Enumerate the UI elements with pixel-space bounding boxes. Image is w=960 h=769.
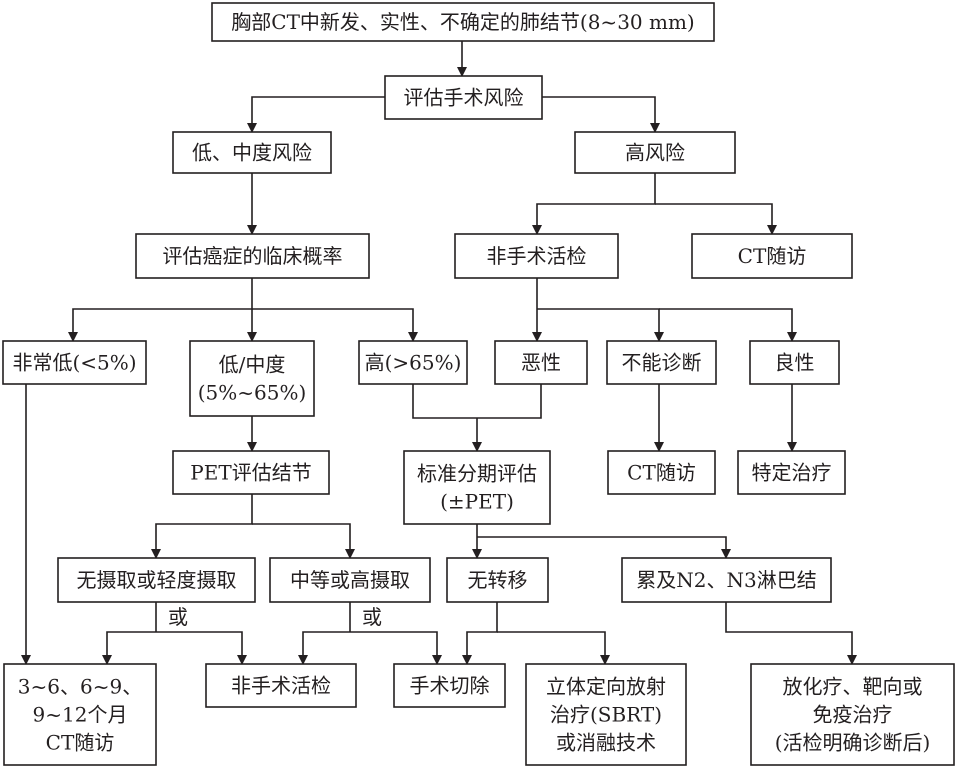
edge-high-risk-to-ct (655, 203, 777, 235)
node-text-line: 无摄取或轻度摄取 (77, 568, 237, 592)
node-text-line: 非手术活检 (487, 244, 587, 268)
node-pet-eval: PET评估结节 (172, 450, 330, 495)
node-text-line: 中等或高摄取 (290, 568, 410, 592)
node-ct-followup-top: CT随访 (691, 233, 853, 279)
edge-no-uptake-to-biopsy (156, 631, 247, 665)
node-text-line: CT随访 (46, 731, 115, 755)
edge-risk-to-high (542, 96, 660, 133)
node-text-line: 或消融技术 (556, 731, 656, 755)
node-text-line: 高风险 (625, 141, 685, 165)
node-text-line: 累及N2、N3淋巴结 (636, 568, 816, 592)
node-very-low-prob: 非常低(<5%) (2, 340, 147, 385)
node-text-line: CT随访 (738, 244, 807, 268)
node-text-line: (±PET) (440, 490, 514, 514)
node-nonsurgical-biopsy-top: 非手术活检 (454, 233, 619, 279)
node-text-line: 良性 (775, 351, 815, 375)
edge-risk-to-low-mod (247, 96, 385, 133)
node-benign: 良性 (749, 340, 840, 385)
or-label-right: 或 (362, 605, 382, 629)
node-staging: 标准分期评估 (±PET) (403, 450, 551, 525)
node-text-line: 非手术活检 (231, 674, 331, 698)
edge-high-malignant-merge (412, 384, 542, 419)
edge-biopsy-to-nondiagnostic (537, 308, 664, 342)
edge-staging-to-n2n3 (477, 536, 731, 559)
node-ct-followup-mid: CT随访 (607, 450, 716, 495)
node-root: 胸部CT中新发、实性、不确定的肺结节(8~30 mm) (211, 2, 715, 42)
node-text-line: 9~12个月 (33, 703, 128, 727)
node-text-line: 手术切除 (410, 674, 490, 698)
edge-prob-to-very-low (68, 278, 253, 342)
node-text-line: 低、中度风险 (192, 141, 312, 165)
node-mod-high-uptake: 中等或高摄取 (269, 557, 431, 603)
node-text-line: CT随访 (627, 461, 696, 485)
node-text-line: (活检明确诊断后) (775, 731, 931, 755)
node-low-mod-risk: 低、中度风险 (172, 131, 332, 174)
node-no-low-uptake: 无摄取或轻度摄取 (57, 557, 256, 603)
node-no-metastasis: 无转移 (446, 557, 549, 603)
node-text-line: 标准分期评估 (417, 462, 537, 486)
edge-n2n3-to-chemo (725, 602, 857, 665)
node-text-line: 立体定向放射 (546, 675, 666, 699)
edge-high-risk-split (532, 173, 656, 235)
edge-high-uptake-to-biopsy (298, 631, 350, 665)
node-text-line: 评估手术风险 (404, 86, 524, 110)
node-high-risk: 高风险 (574, 131, 736, 174)
node-text-line: 3~6、6~9、 (18, 675, 142, 699)
edge-pet-to-high-uptake (252, 523, 355, 559)
edge-prob-to-high (252, 308, 418, 342)
node-text-line: 非常低(<5%) (12, 351, 136, 375)
node-text-line: 恶性 (521, 351, 561, 375)
or-label-left: 或 (168, 605, 188, 629)
edge-no-uptake-to-followup (102, 631, 156, 665)
node-high-prob: 高(>65%) (358, 340, 468, 385)
node-text-line: 放化疗、靶向或 (783, 675, 923, 699)
edge-high-uptake-to-resection (350, 631, 442, 665)
node-malignant: 恶性 (494, 340, 588, 385)
node-surgical-risk: 评估手术风险 (384, 75, 543, 120)
node-ct-followup-bottom: 3~6、6~9、 9~12个月 CT随访 (3, 663, 157, 766)
edge-pet-to-no-uptake (151, 494, 253, 559)
node-text-line: 高(>65%) (365, 351, 462, 375)
node-text-line: 低/中度 (219, 353, 286, 377)
node-text-line: 评估癌症的临床概率 (163, 244, 343, 268)
node-text-line: (5%~65%) (198, 381, 307, 405)
edges (21, 41, 857, 665)
node-text-line: 特定治疗 (752, 461, 832, 485)
node-n2-n3: 累及N2、N3淋巴结 (621, 557, 832, 603)
node-text-line: 胸部CT中新发、实性、不确定的肺结节(8~30 mm) (231, 10, 694, 34)
edge-biopsy-to-benign (659, 308, 797, 342)
node-text-line: 免疫治疗 (813, 703, 893, 727)
node-specific-treatment: 特定治疗 (737, 450, 846, 495)
node-text-line: PET评估结节 (190, 461, 311, 485)
edge-no-mets-to-resection (462, 602, 498, 665)
node-surgical-resection: 手术切除 (393, 663, 506, 708)
node-cancer-prob: 评估癌症的临床概率 (135, 233, 370, 279)
node-nonsurgical-biopsy-bottom: 非手术活检 (205, 663, 357, 708)
node-text-line: 不能诊断 (622, 351, 702, 375)
node-text-line: 无转移 (468, 568, 528, 592)
node-low-mod-prob: 低/中度 (5%~65%) (189, 340, 315, 417)
node-text-line: 治疗(SBRT) (550, 703, 662, 727)
edge-no-mets-to-sbrt (497, 631, 610, 665)
node-nondiagnostic: 不能诊断 (606, 340, 717, 385)
